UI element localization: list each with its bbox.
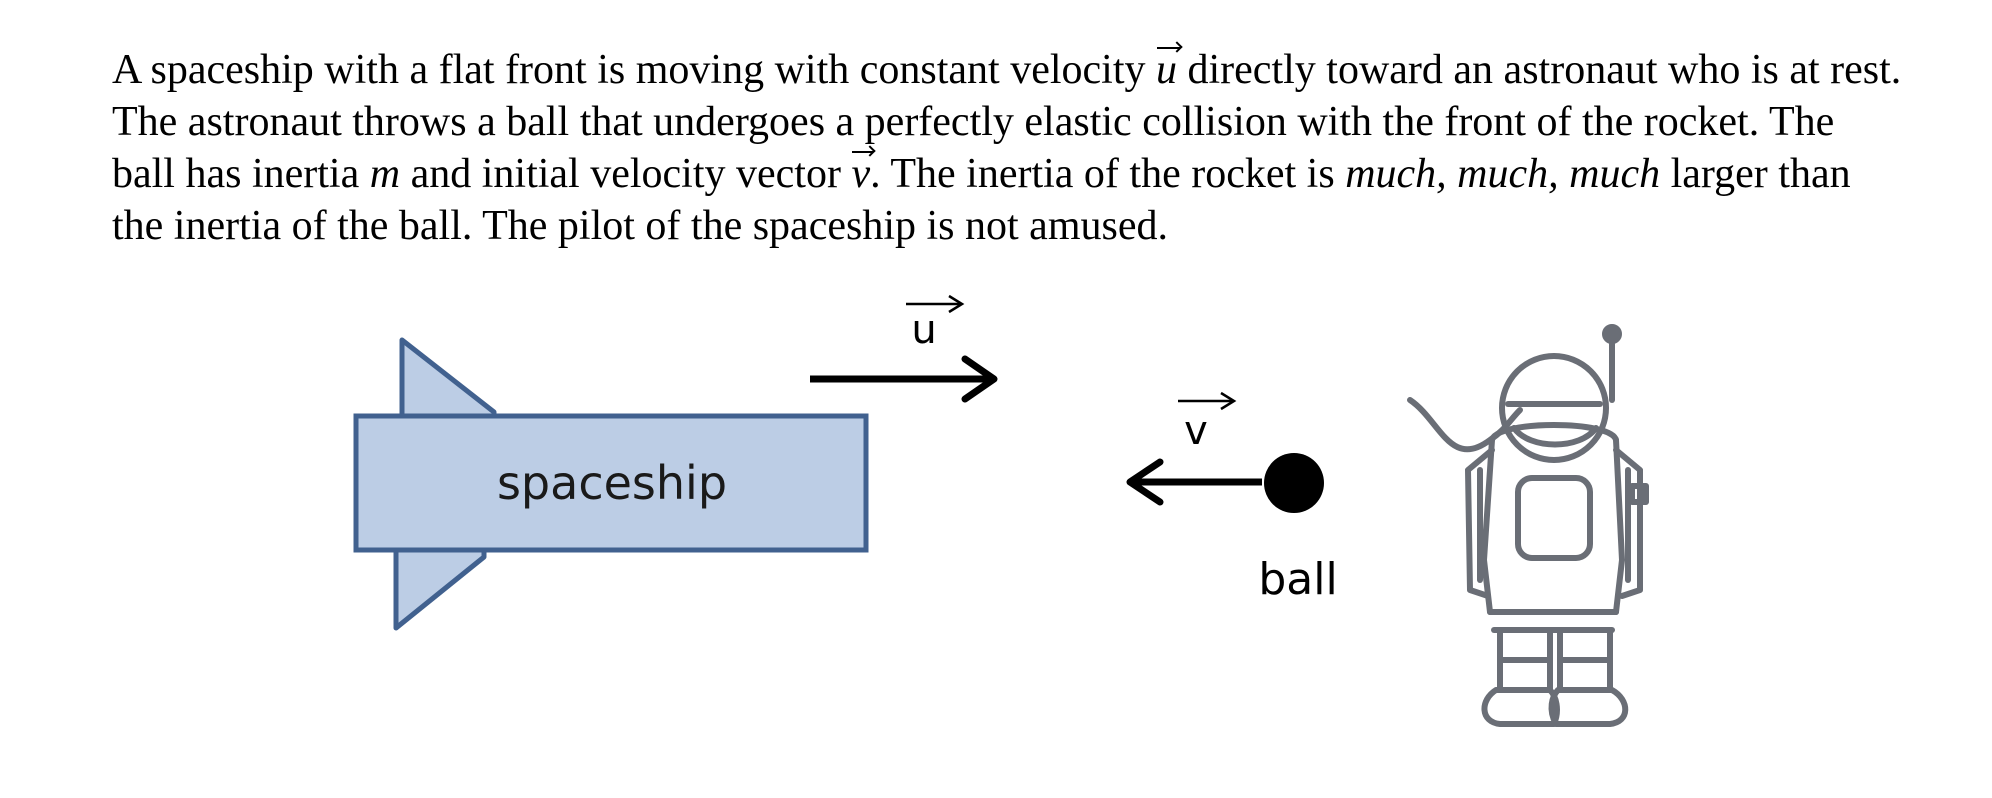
problem-text-part3: and initial velocity vector xyxy=(400,151,852,197)
problem-text-part2: directly toward an astronaut who is at r… xyxy=(112,47,1902,197)
velocity-v-label: v xyxy=(1184,408,1208,454)
spaceship-body xyxy=(353,413,869,553)
ball xyxy=(1264,453,1324,513)
spaceship: spaceship xyxy=(353,337,869,631)
ball-label: ball xyxy=(1258,554,1337,605)
problem-statement: A spaceship with a flat front is moving … xyxy=(112,44,1902,252)
velocity-u: u xyxy=(810,294,998,403)
spaceship-label: spaceship xyxy=(497,456,727,510)
emphasis-much: much, much, much xyxy=(1345,151,1661,197)
velocity-u-label: u xyxy=(911,307,936,353)
astronaut-icon xyxy=(1407,324,1649,727)
mass-symbol: m xyxy=(369,151,401,197)
velocity-u-arrow-head xyxy=(961,355,998,403)
velocity-v-arrow-head xyxy=(1126,458,1164,506)
spaceship-top-fin xyxy=(399,337,497,423)
velocity-v: v xyxy=(1126,391,1262,506)
problem-text-part4: . The inertia of the rocket is xyxy=(870,151,1346,197)
vector-u-symbol: u xyxy=(1156,44,1180,96)
problem-text-part5: larger than the inertia of the ball. The… xyxy=(112,151,1851,249)
velocity-v-vector-arrow-icon xyxy=(1178,391,1237,411)
spaceship-bottom-fin xyxy=(393,545,487,631)
problem-text-part1: A spaceship with a flat front is moving … xyxy=(112,47,1156,93)
vector-v-symbol: v xyxy=(851,148,873,200)
velocity-u-vector-arrow-icon xyxy=(906,294,965,314)
